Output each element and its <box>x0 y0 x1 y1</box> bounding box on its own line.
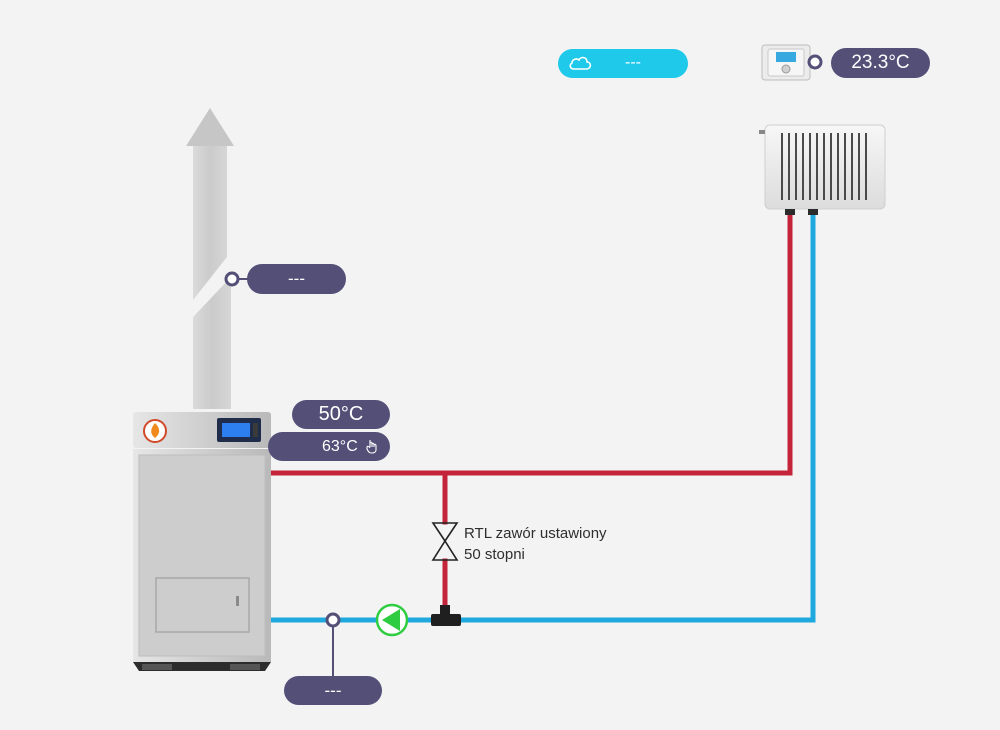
tee-fitting <box>431 605 461 626</box>
supply-pipes <box>267 207 793 615</box>
room-sensor-dot <box>807 54 823 70</box>
room-temperature-badge[interactable]: 23.3°C <box>831 48 930 78</box>
chimney <box>186 108 234 409</box>
rtl-valve-label-line1: RTL zawór ustawiony <box>464 525 607 542</box>
boiler-setpoint-value: 63°C <box>322 437 358 455</box>
boiler-temperature-badge[interactable]: 50°C <box>292 400 390 429</box>
return-sensor-value: --- <box>324 680 342 700</box>
boiler-temperature-value: 50°C <box>318 403 364 425</box>
cloud-icon <box>568 55 594 76</box>
thermostat-icon <box>761 44 811 81</box>
chimney-sensor-value: --- <box>288 269 305 288</box>
pump-icon[interactable] <box>375 603 409 637</box>
boiler-setpoint-badge[interactable]: 63°C <box>268 432 390 461</box>
room-temperature-value: 23.3°C <box>851 52 910 73</box>
chimney-sensor-badge[interactable]: --- <box>247 264 346 294</box>
return-sensor-badge[interactable]: --- <box>284 676 382 705</box>
rtl-valve-label: RTL zawór ustawiony 50 stopni <box>464 523 607 565</box>
return-sensor-dot <box>325 612 341 628</box>
rtl-valve-icon <box>431 522 459 561</box>
weather-value: --- <box>625 54 641 71</box>
radiator[interactable] <box>759 124 886 215</box>
boiler-display <box>217 418 261 442</box>
weather-badge[interactable]: --- <box>558 49 688 78</box>
hand-pointer-icon <box>366 439 378 454</box>
chimney-sensor-dot <box>224 271 240 287</box>
boiler[interactable] <box>133 412 271 671</box>
rtl-valve-label-line2: 50 stopni <box>464 546 525 563</box>
flame-icon <box>143 419 167 443</box>
